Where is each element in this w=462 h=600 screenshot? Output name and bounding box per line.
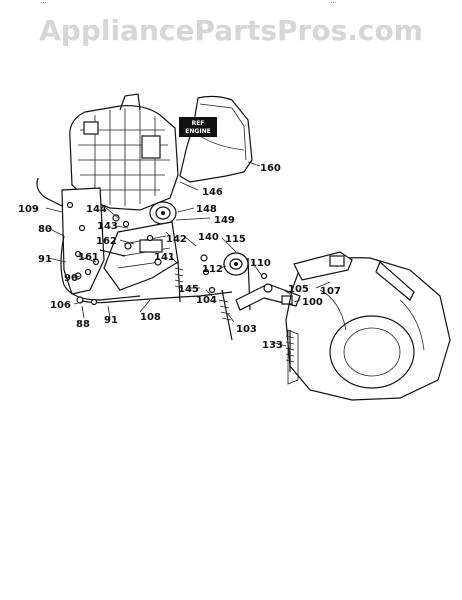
auger-housing xyxy=(285,251,451,401)
callout-105: 105 xyxy=(288,284,309,295)
callout-90: 90 xyxy=(64,273,78,284)
callout-109: 109 xyxy=(18,204,39,215)
callout-161: 161 xyxy=(78,252,99,263)
callout-141: 141 xyxy=(154,252,175,263)
hardware-fasteners xyxy=(74,214,268,294)
cropped-header: ... ... xyxy=(0,0,462,8)
engine-pulley xyxy=(149,201,177,225)
callout-91-bottom: 91 xyxy=(104,315,118,326)
callout-133: 133 xyxy=(262,340,283,351)
callout-110: 110 xyxy=(250,258,271,269)
callout-145: 145 xyxy=(178,284,199,295)
callout-149: 149 xyxy=(214,215,235,226)
callout-80: 80 xyxy=(38,224,52,235)
callout-148: 148 xyxy=(196,204,217,215)
callout-100: 100 xyxy=(302,297,323,308)
callout-91-left: 91 xyxy=(38,254,52,265)
callout-143: 143 xyxy=(97,221,118,232)
callout-104: 104 xyxy=(196,295,217,306)
callout-numbers: 160 146 148 149 109 144 143 80 162 142 1… xyxy=(18,163,341,351)
callout-140: 140 xyxy=(198,232,219,243)
header-left-fragment: ... xyxy=(40,0,47,5)
callout-112: 112 xyxy=(202,264,223,275)
idler-arm xyxy=(235,283,301,311)
idler-pulley xyxy=(223,252,249,276)
spring-133 xyxy=(285,330,295,372)
callout-88: 88 xyxy=(76,319,90,330)
callout-144: 144 xyxy=(86,204,107,215)
mounting-panel xyxy=(36,177,105,295)
watermark-logo: AppliancePartsPros.com xyxy=(39,14,423,47)
springs-and-rods xyxy=(174,257,251,341)
ref-engine-tag xyxy=(179,117,217,137)
header-right-fragment: ... xyxy=(330,0,337,5)
callout-162: 162 xyxy=(96,236,117,247)
leader-lines xyxy=(45,161,331,347)
control-cables xyxy=(60,235,233,306)
callout-108: 108 xyxy=(140,312,161,323)
callout-106: 106 xyxy=(50,300,71,311)
callout-103: 103 xyxy=(236,324,257,335)
callout-107: 107 xyxy=(320,286,341,297)
callout-146: 146 xyxy=(202,187,223,198)
bracket-plate xyxy=(103,221,179,291)
ref-engine-tag-line2: ENGINE xyxy=(185,128,210,135)
belt-cover: REF ENGINE xyxy=(179,95,253,183)
callout-142: 142 xyxy=(166,234,187,245)
engine-outline xyxy=(69,93,179,211)
callout-160: 160 xyxy=(260,163,281,174)
ref-engine-tag-line1: REF xyxy=(192,120,205,127)
callout-115: 115 xyxy=(225,234,246,245)
